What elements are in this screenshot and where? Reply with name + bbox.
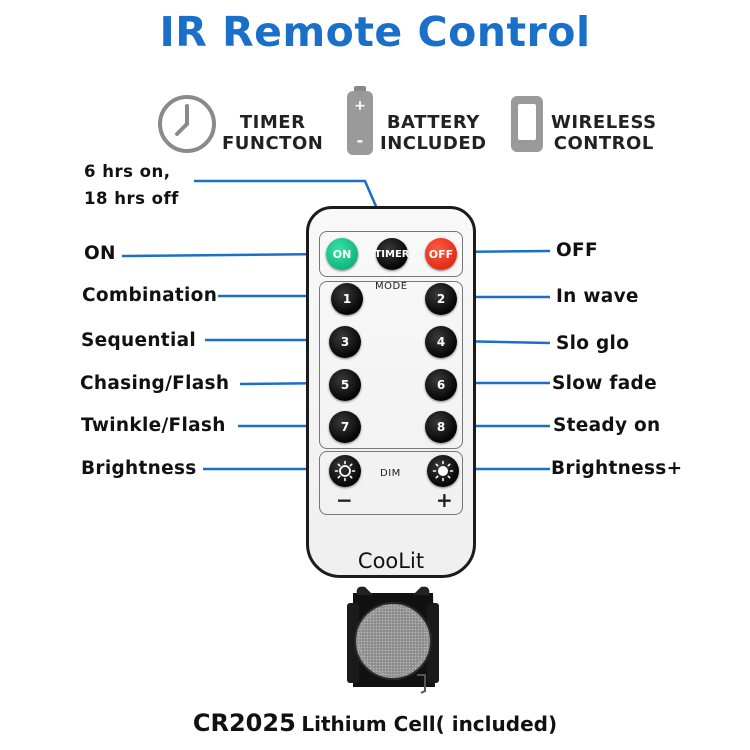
mode-button-2[interactable]: 2 bbox=[425, 283, 457, 315]
brightness-up-button[interactable] bbox=[427, 455, 459, 487]
callout-sequential: Sequential bbox=[81, 330, 197, 351]
page-title: IR Remote Control bbox=[159, 8, 591, 56]
dim-button-panel bbox=[319, 451, 463, 515]
mode-button-8[interactable]: 8 bbox=[425, 411, 457, 443]
mode-button-3[interactable]: 3 bbox=[329, 326, 361, 358]
callout-twinkle-flash: Twinkle/Flash bbox=[81, 415, 226, 436]
wireless-remote-icon bbox=[511, 96, 543, 152]
remote-body: ON TIMER OFF MODE 1 2 3 4 5 6 7 8 DIM bbox=[306, 206, 476, 578]
mode-button-6[interactable]: 6 bbox=[425, 369, 457, 401]
brand-logo: CooLit bbox=[357, 549, 425, 573]
top-button-panel bbox=[319, 231, 463, 277]
callout-chasing-flash: Chasing/Flash bbox=[80, 373, 230, 394]
mode-button-7[interactable]: 7 bbox=[329, 411, 361, 443]
callout-combination: Combination bbox=[82, 285, 218, 306]
callout-on: ON bbox=[84, 243, 116, 264]
off-button[interactable]: OFF bbox=[425, 238, 457, 270]
mode-button-4[interactable]: 4 bbox=[425, 326, 457, 358]
callout-off: OFF bbox=[556, 240, 598, 261]
battery-icon: + - bbox=[347, 86, 373, 155]
mode-button-5[interactable]: 5 bbox=[329, 369, 361, 401]
plus-sign: + bbox=[436, 488, 453, 512]
mode-label: MODE bbox=[375, 281, 408, 292]
mode-button-panel bbox=[319, 281, 463, 449]
minus-sign: − bbox=[336, 488, 353, 512]
callout-steady-on: Steady on bbox=[553, 415, 661, 436]
sun-outline-icon bbox=[334, 460, 356, 482]
on-button[interactable]: ON bbox=[326, 238, 358, 270]
clock-icon bbox=[158, 95, 216, 153]
callout-brightness-minus: Brightness bbox=[81, 458, 197, 479]
svg-text:-: - bbox=[357, 131, 364, 150]
battery-model: CR2025 bbox=[192, 709, 296, 737]
callout-slo-glo: Slo glo bbox=[556, 333, 630, 354]
timer-button[interactable]: TIMER bbox=[374, 238, 410, 270]
battery-description: Lithium Cell( included) bbox=[301, 712, 558, 736]
sun-filled-icon bbox=[432, 460, 454, 482]
battery-caption: CR2025 Lithium Cell( included) bbox=[0, 709, 750, 737]
brightness-down-button[interactable] bbox=[329, 455, 361, 487]
callout-slow-fade: Slow fade bbox=[552, 373, 657, 394]
coin-cell-battery-holder bbox=[347, 586, 439, 694]
dim-label: DIM bbox=[380, 468, 401, 479]
callout-in-wave: In wave bbox=[556, 286, 639, 307]
timer-note: 6 hrs on,18 hrs off bbox=[84, 162, 179, 208]
callout-brightness-plus: Brightness+ bbox=[551, 458, 683, 479]
svg-text:+: + bbox=[354, 98, 366, 114]
mode-button-1[interactable]: 1 bbox=[331, 283, 363, 315]
